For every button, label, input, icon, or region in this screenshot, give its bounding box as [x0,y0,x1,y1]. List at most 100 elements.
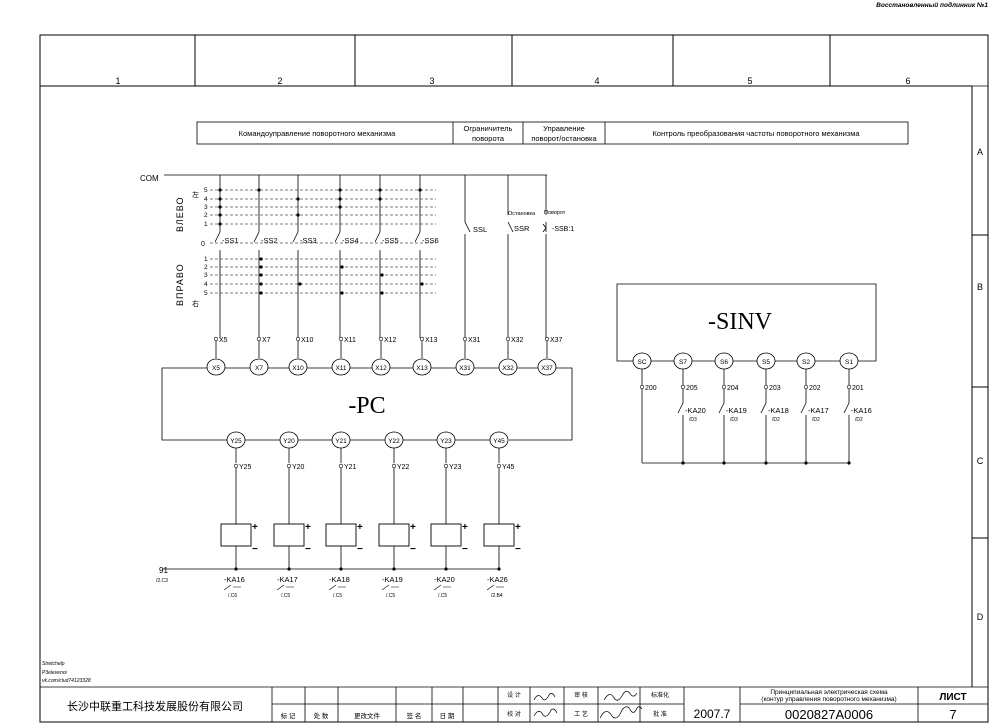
pc-input-terminal [537,358,557,376]
sinv-terminal-label: S7 [679,359,687,366]
pc-input-terminal [249,358,269,376]
pc-output-label: Y45 [493,438,505,445]
approval-label: 审 核 [574,691,588,699]
row-label: B [977,282,983,292]
relay-contact [843,402,850,414]
contact-dot [259,282,263,286]
position-label: 1 [204,221,208,228]
coil-plus: + [357,522,363,533]
right-glyph: 右 [192,299,199,308]
position-label: 2 [204,212,208,219]
wire-node [639,384,645,390]
description-2: (контур управления поворотного механизма… [761,696,896,703]
pc-input-label: X32 [502,365,514,372]
output-wire-label: Y23 [449,464,462,471]
relay-ref: /2.B4 [491,593,503,599]
section-control-2: поворот/остановка [531,134,597,143]
relay-contact [800,402,807,414]
switch-contact [374,231,381,243]
column-label: 4 [594,76,599,86]
sinv-terminal-label: SC [637,359,646,366]
contact-dot [259,265,263,269]
sheet-label: ЛИСТ [939,692,966,703]
pc-output-label: Y21 [335,438,347,445]
sinv-contact-ref: /D2 [855,417,863,423]
wire-node [505,336,511,342]
switch-contact [253,231,260,243]
turn-label: Поворот [544,210,566,216]
sinv-block [616,283,877,362]
section-limiter-1: Ограничитель [464,124,513,133]
pc-input-label: X5 [212,365,220,372]
pc-input-label: X10 [292,365,304,372]
row-label: C [977,456,984,466]
sinv-wire-label: 202 [809,385,821,392]
relay-coil [430,523,462,547]
relay-contact-symbol [381,584,399,591]
switch-contact [214,231,221,243]
wire-node [443,463,449,469]
common-wire-ref: /2.C3 [156,578,168,584]
switch-contact [334,231,341,243]
zero-position: 0 [201,241,205,248]
wire-node [338,463,344,469]
coil-minus: − [410,544,416,555]
title-block [40,686,988,722]
contact-dot [218,205,222,209]
sinv-wire-label: 204 [727,385,739,392]
relay-label: -KA16 [224,575,245,584]
coil-plus: + [462,522,468,533]
output-wire-label: Y21 [344,464,357,471]
wire-node [763,384,769,390]
wire-node [462,336,468,342]
pc-output-label: Y20 [283,438,295,445]
wire-node [378,336,384,342]
signature-column-label: 日 期 [440,712,455,720]
stamp-line-2: P3elevenoi [42,670,68,676]
column-label: 6 [905,76,910,86]
wire-node [803,384,809,390]
wire-label: X37 [550,337,563,344]
contact-dot [296,197,300,201]
switch-label: -SS1 [222,236,239,245]
signature-column-label: 签 名 [407,711,422,720]
relay-label: -KA17 [277,575,298,584]
left-direction-label: ВЛЕВО [175,196,185,232]
sinv-label: -SINV [708,309,773,335]
contact-dot [340,265,344,269]
relay-contact-symbol [433,584,451,591]
switch-label: -SS2 [261,236,278,245]
right-direction-label: ВПРАВО [175,263,185,306]
pc-input-label: X13 [416,365,428,372]
stop-label: Остановка [508,211,536,217]
switch-label: -SS5 [382,236,399,245]
wire-label: X32 [511,337,524,344]
switch-label: -SS6 [422,236,439,245]
relay-contact-symbol [276,584,294,591]
left-glyph: 左 [192,190,199,199]
wire-node [233,463,239,469]
sinv-contact-ref: /D3 [689,417,697,423]
contact-dot [418,188,422,192]
document-number: 0020827A0006 [785,707,873,722]
sinv-wire-label: 201 [852,385,864,392]
ssl-contact [464,215,471,233]
company-name: 长沙中联重工科技发展股份有限公司 [67,699,243,713]
pc-input-label: X31 [459,365,471,372]
contact-dot [338,205,342,209]
relay-label: -KA18 [329,575,350,584]
coil-minus: − [252,544,258,555]
coil-minus: − [305,544,311,555]
position-label: 4 [204,196,208,203]
relay-coil [325,523,357,547]
stamp-line-3: vk.com/clud74123328 [42,678,91,684]
approval-label: 标准化 [651,691,669,699]
pc-input-label: X12 [375,365,387,372]
sheet-number: 7 [949,707,956,722]
position-label: 5 [204,187,208,194]
header-note: Восстановленный подлинник №1 [876,1,988,9]
